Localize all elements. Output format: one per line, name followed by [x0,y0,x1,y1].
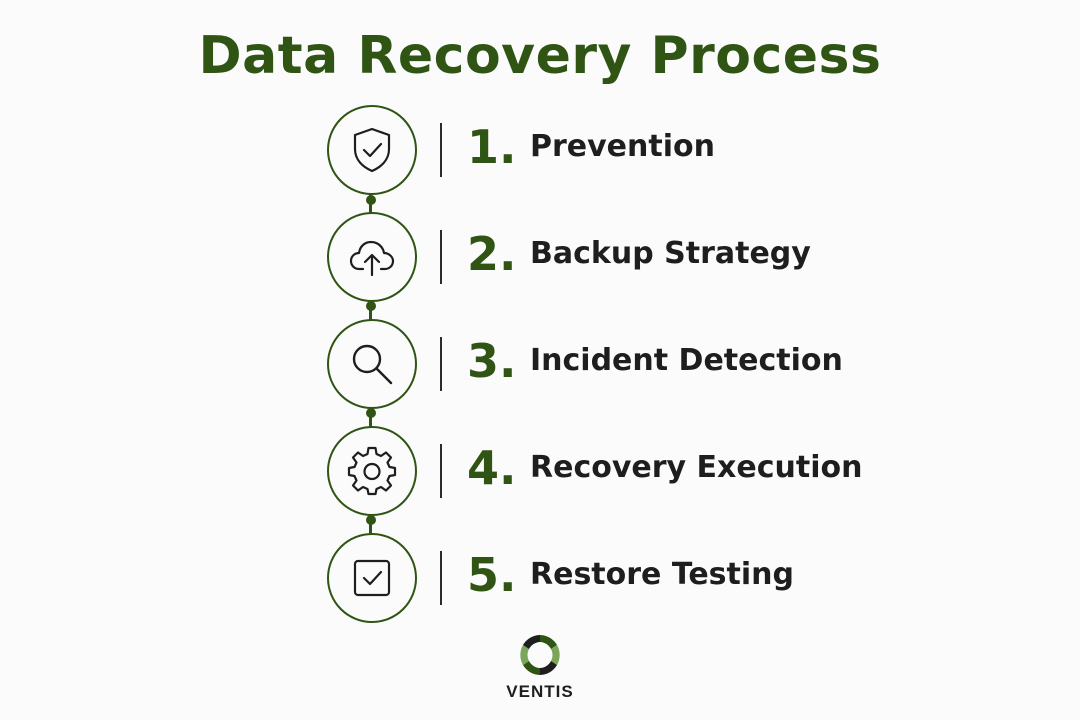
process-step-4: 4. Recovery Execution [327,426,887,518]
step-number: 2. [467,227,517,281]
ventis-logo: VENTIS [490,630,590,702]
step-number: 3. [467,334,517,388]
gear-icon [347,446,397,496]
connector-dot-4 [365,515,376,525]
process-step-1: 1. Prevention [327,105,887,197]
step-label: Recovery Execution [530,450,863,485]
step-icon-circle [327,426,417,516]
step-icon-circle [327,105,417,195]
step-label: Backup Strategy [530,236,811,271]
logo-text: VENTIS [506,682,574,701]
step-number: 5. [467,548,517,602]
step-divider [440,123,442,177]
step-label: Restore Testing [530,557,794,592]
process-step-5: 5. Restore Testing [327,533,887,625]
connector-dot-1 [365,195,376,205]
ventis-logo-icon [520,635,560,675]
step-number: 1. [467,120,517,174]
step-icon-circle [327,319,417,409]
step-number: 4. [467,441,517,495]
step-icon-circle [327,212,417,302]
step-divider [440,230,442,284]
shield-check-icon [353,127,391,173]
page-title: Data Recovery Process [198,26,882,86]
step-label: Incident Detection [530,343,843,378]
process-step-2: 2. Backup Strategy [327,212,887,304]
step-icon-circle [327,533,417,623]
connector-dot-2 [365,301,376,311]
connector-dot-3 [365,408,376,418]
step-label: Prevention [530,129,715,164]
process-step-3: 3. Incident Detection [327,319,887,411]
step-divider [440,551,442,605]
step-divider [440,337,442,391]
checkbox-icon [353,559,391,597]
magnifier-icon [352,344,393,385]
cloud-upload-icon [349,240,395,277]
step-divider [440,444,442,498]
